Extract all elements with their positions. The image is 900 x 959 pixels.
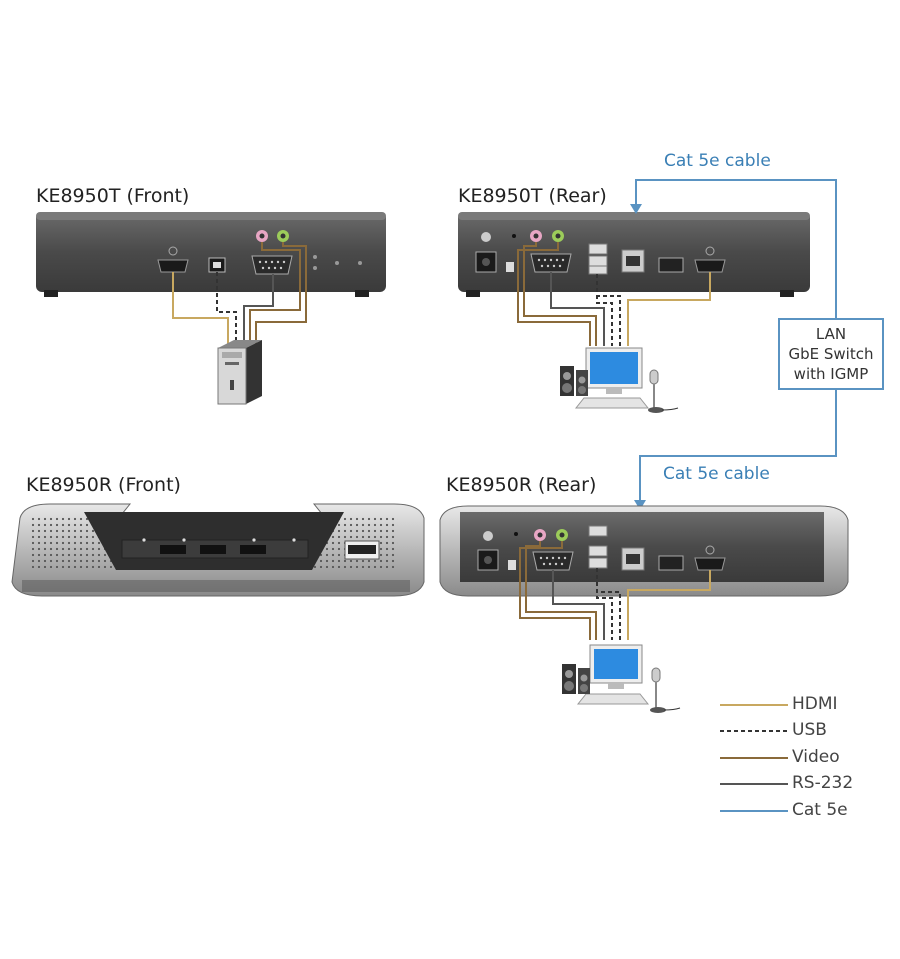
lan-switch-box: LAN GbE Switch with IGMP <box>778 318 884 390</box>
speakers-icon <box>560 366 588 396</box>
power-jack-icon <box>477 531 499 571</box>
legend-label-usb: USB <box>792 720 827 740</box>
cable-label-bottom: Cat 5e cable <box>663 464 770 484</box>
legend-lines <box>720 704 788 812</box>
hdmi-port-icon <box>694 246 726 273</box>
microphone-icon <box>650 667 681 713</box>
tx-rear-title: KE8950T (Rear) <box>458 185 607 207</box>
switch-line-3: with IGMP <box>793 365 869 383</box>
rj45-port-icon <box>621 249 645 273</box>
power-jack-icon <box>475 232 497 273</box>
legend-label-rs232: RS-232 <box>792 773 854 793</box>
switch-line-1: LAN <box>815 325 847 343</box>
hdmi-port-icon <box>157 246 189 273</box>
tx-front-title: KE8950T (Front) <box>36 185 190 207</box>
computer-tower-icon <box>217 340 262 405</box>
serial-port-icon <box>530 253 572 273</box>
usb-port-icon <box>588 525 608 569</box>
tx-front-unit <box>36 212 386 297</box>
legend-label-cat5e: Cat 5e <box>792 800 848 820</box>
rx-front-unit <box>11 503 425 597</box>
sfp-port-icon <box>658 555 684 571</box>
audio-jack-icon <box>256 230 289 242</box>
switch-line-2: GbE Switch <box>788 345 874 363</box>
serial-port-icon <box>251 255 293 275</box>
usb-port-icon <box>588 243 608 275</box>
microphone-icon <box>648 369 679 413</box>
rj45-port-icon <box>621 547 645 571</box>
legend-label-video: Video <box>792 747 840 767</box>
audio-jack-icon <box>534 529 568 541</box>
hdmi-port-icon <box>694 545 726 571</box>
tx-rear-unit <box>458 212 810 297</box>
rx-rear-title: KE8950R (Rear) <box>446 474 597 496</box>
rx-front-title: KE8950R (Front) <box>26 474 181 496</box>
speakers-icon <box>562 664 590 694</box>
sfp-port-icon <box>658 257 684 273</box>
workstation-icon <box>560 347 679 413</box>
usb-port-icon <box>208 257 226 273</box>
workstation-icon <box>562 644 681 713</box>
serial-port-icon <box>532 551 574 571</box>
cable-label-top: Cat 5e cable <box>664 151 771 171</box>
legend-label-hdmi: HDMI <box>792 694 838 714</box>
rx-rear-unit <box>439 505 849 597</box>
audio-jack-icon <box>530 230 564 242</box>
